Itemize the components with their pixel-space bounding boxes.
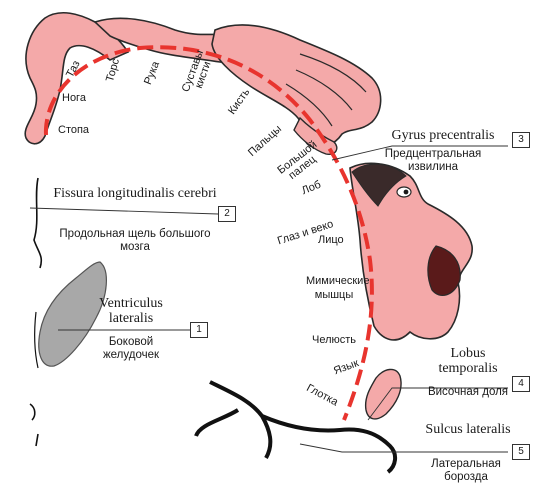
callout-5-number: 5 [512, 444, 530, 460]
lateral-sulcus [196, 382, 395, 472]
longitudinal-fissure [34, 178, 41, 268]
tongue-figure [366, 369, 401, 419]
callout-1-russian: Боковой желудочек [86, 336, 176, 362]
part-label: Стопа [58, 124, 89, 136]
callout-3-latin: Gyrus precentralis [380, 128, 506, 143]
part-label: Нога [62, 92, 86, 104]
callout-2-number: 2 [218, 206, 236, 222]
callout-1-latin: Ventriculus lateralis [86, 296, 176, 326]
callout-4-latin: Lobus temporalis [424, 346, 512, 376]
part-label: Челюсть [312, 334, 356, 346]
part-label: Мимические мышцы [306, 274, 362, 302]
callout-3-russian: Предцентральная извилина [374, 148, 492, 174]
callout-2-russian: Продольная щель большого мозга [50, 228, 220, 254]
leader-5 [300, 444, 508, 452]
callout-4-number: 4 [512, 376, 530, 392]
callout-3-number: 3 [512, 132, 530, 148]
callout-5-latin: Sulcus lateralis [424, 422, 512, 437]
part-label: Лицо [318, 234, 344, 246]
callout-4-russian: Височная доля [424, 386, 512, 399]
callout-2-latin: Fissura longitudinalis cerebri [50, 186, 220, 201]
callout-5-russian: Латеральная борозда [420, 458, 512, 484]
callout-1-number: 1 [190, 322, 208, 338]
leader-2 [30, 208, 218, 214]
